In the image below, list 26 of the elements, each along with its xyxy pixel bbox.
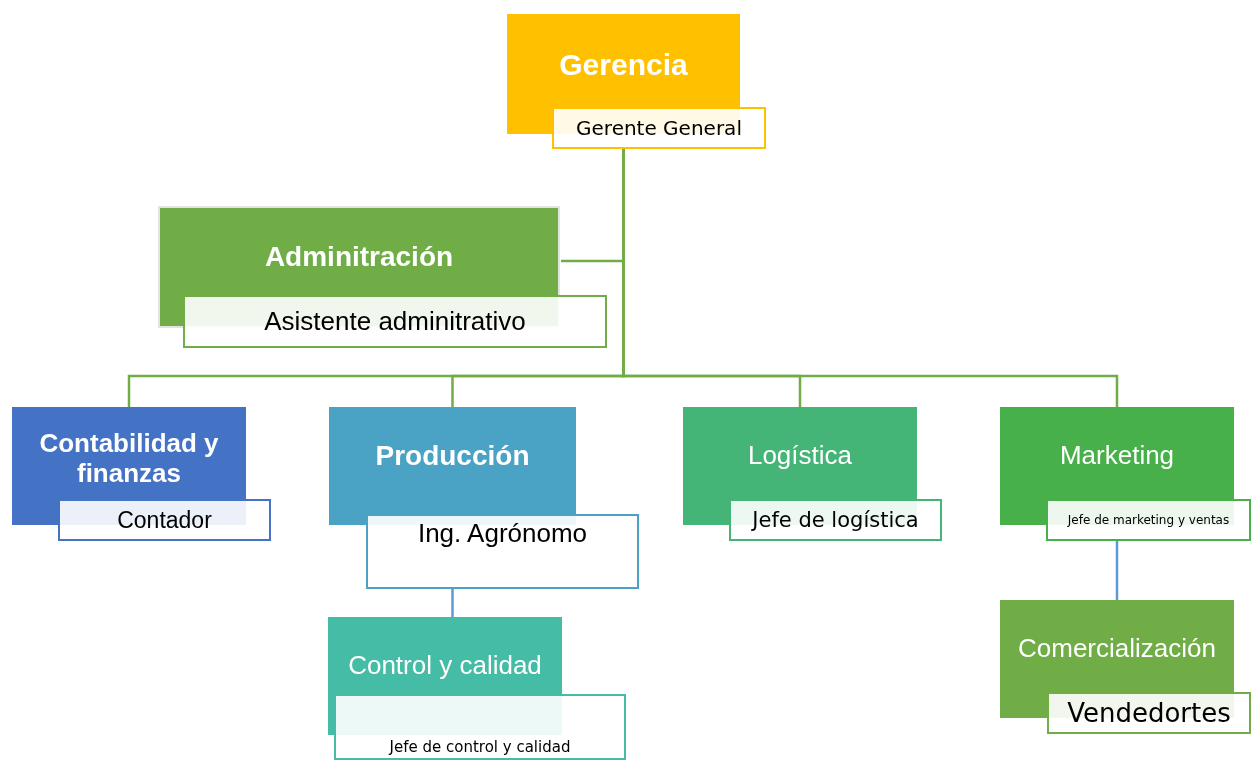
role-label: Jefe de logística [729, 499, 942, 541]
department-title: Logística [747, 441, 853, 471]
department-title: Control y calidad [348, 651, 542, 681]
connector-line [1115, 541, 1119, 600]
org-unit-card [328, 617, 626, 760]
org-unit-card [158, 206, 607, 348]
department-title: Comercialización [1018, 634, 1216, 664]
department-title: Gerencia [559, 47, 688, 83]
role-label: Ing. Agrónomo [366, 514, 639, 589]
connector-line [451, 589, 454, 617]
role-label: Asistente adminitrativo [183, 295, 607, 348]
org-unit-card [1000, 600, 1251, 734]
department-title: Producción [375, 439, 530, 473]
department-title: Marketing [1059, 441, 1175, 471]
role-label: Jefe de marketing y ventas [1046, 499, 1251, 541]
role-label: Jefe de control y calidad [334, 694, 626, 760]
department-title: Contabilidad y finanzas [38, 429, 220, 489]
org-unit-card [507, 14, 766, 149]
org-unit-card [1000, 407, 1251, 541]
org-unit-card [12, 407, 271, 541]
role-label: Vendedortes [1047, 692, 1251, 734]
role-label: Gerente General [552, 107, 766, 149]
org-unit-card [683, 407, 942, 541]
role-label: Contador [58, 499, 271, 541]
department-title: Adminitración [264, 240, 454, 274]
org-unit-card [329, 407, 639, 589]
